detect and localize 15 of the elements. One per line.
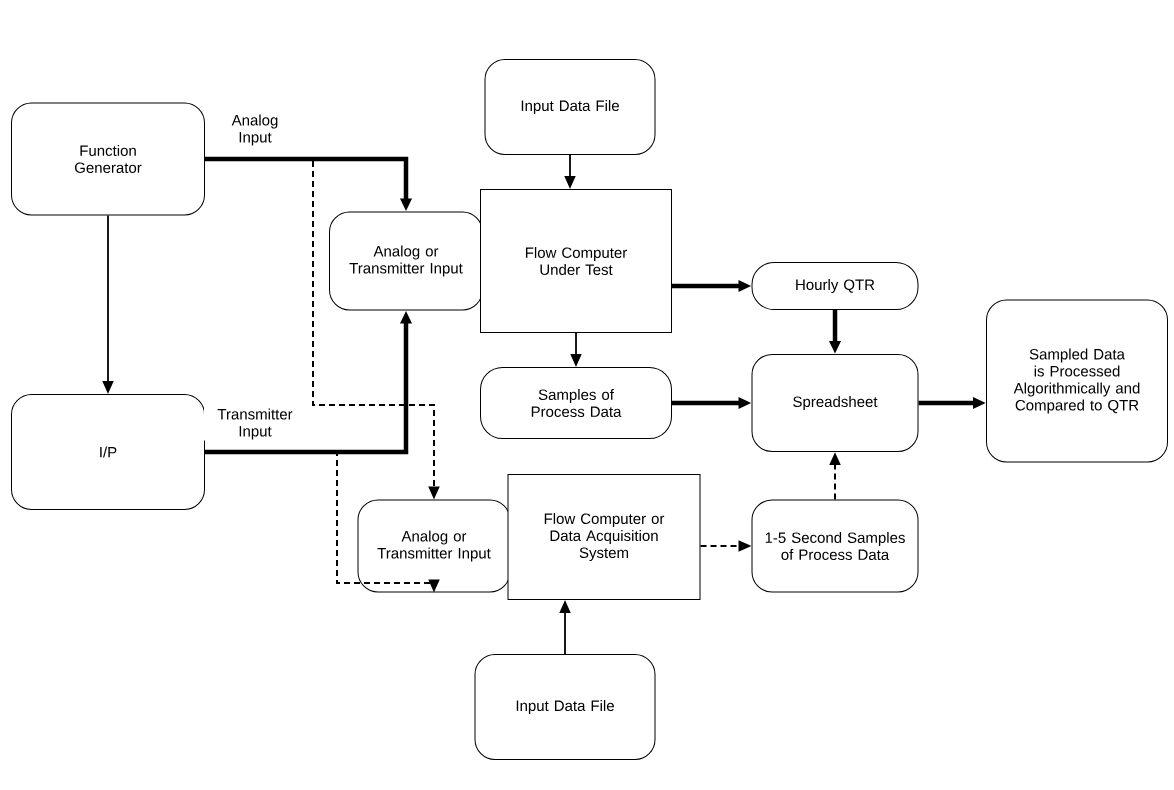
- rounded-box: Input Data File: [474, 654, 656, 760]
- rounded-box: Input Data File: [484, 59, 656, 155]
- rounded-box: Sampled Data is Processed Algorithmically and Compared to QTR: [986, 299, 1168, 463]
- rounded-box: Analog or Transmitter Input: [357, 499, 511, 593]
- rounded-box: 1-5 Second Samples of Process Data: [751, 499, 919, 593]
- process-box: Flow Computer or Data Acquisition System: [507, 474, 701, 600]
- edge-label: Transmitter Input: [204, 407, 306, 441]
- process-box: Flow Computer Under Test: [480, 189, 672, 333]
- rounded-box: Hourly QTR: [751, 262, 919, 310]
- rounded-box: I/P: [11, 394, 205, 510]
- rounded-box: Spreadsheet: [751, 354, 919, 452]
- rounded-box: Samples of Process Data: [480, 367, 672, 439]
- edge-label: Analog Input: [219, 113, 291, 147]
- rounded-box: Function Generator: [11, 102, 205, 216]
- rounded-box: Analog or Transmitter Input: [329, 211, 483, 311]
